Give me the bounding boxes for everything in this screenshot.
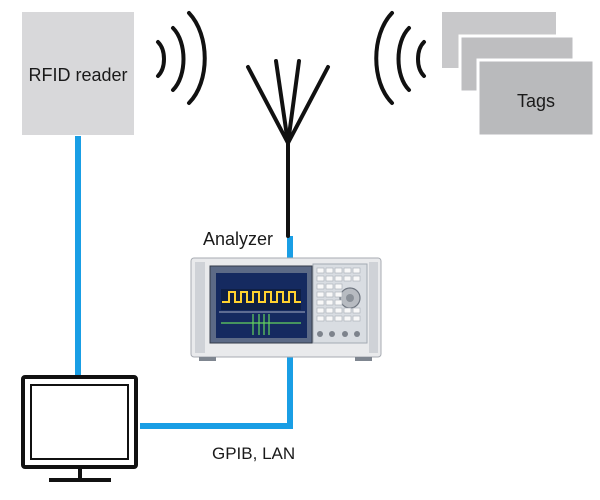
analyzer-base-right-foot [355, 357, 372, 361]
analyzer-right-rail [369, 262, 378, 353]
gpib-lan-label: GPIB, LAN [212, 444, 296, 463]
tag-card-front [476, 58, 596, 138]
analyzer-instrument [190, 257, 382, 361]
tags-wave-icon [374, 11, 426, 105]
analyzer-green-trace [221, 314, 301, 335]
analyzer-label: Analyzer [203, 229, 274, 249]
analyzer-base-left-foot [199, 357, 216, 361]
tags-card-stack [442, 12, 596, 138]
reader-wave-icon [156, 11, 207, 105]
antenna-icon [246, 59, 330, 238]
analyzer-ports [317, 331, 360, 337]
cable-group [75, 136, 293, 429]
rfid-reader-box [22, 12, 134, 135]
tags-label: Tags [516, 91, 556, 111]
analyzer-button-grid [316, 267, 361, 322]
analyzer-yellow-trace [222, 291, 301, 303]
monitor-screen [30, 384, 129, 460]
analyzer-left-rail [195, 262, 205, 353]
analyzer-knob-center [346, 294, 354, 302]
rfid-reader-label: RFID reader [28, 65, 128, 85]
computer-monitor-icon [21, 375, 138, 482]
